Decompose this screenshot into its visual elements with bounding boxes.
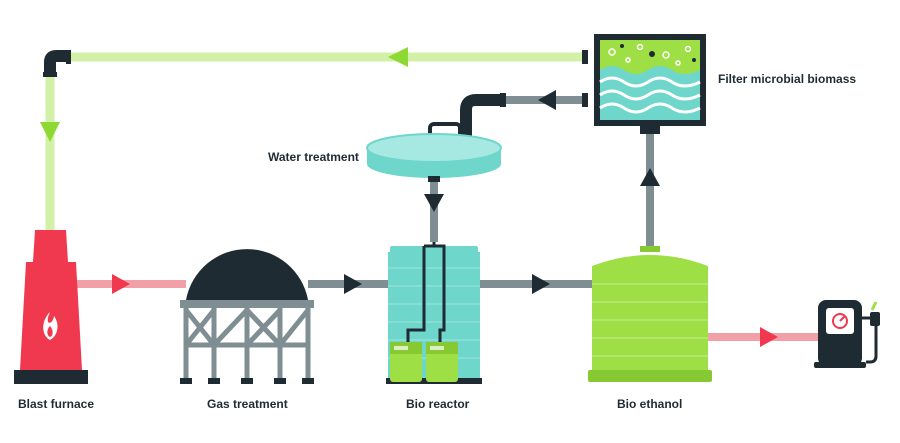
filter-water-pipe [460, 90, 588, 136]
reactor-bottle-right [426, 342, 458, 382]
recycle-arrow-down [40, 122, 60, 142]
blast-furnace [14, 230, 88, 384]
label-bio-reactor: Bio reactor [406, 397, 470, 411]
flame-icon [43, 312, 58, 340]
filter-biomass-tank [594, 34, 706, 126]
water-treatment-unit [366, 122, 502, 182]
water-reactor-pipe [424, 178, 444, 242]
label-blast-furnace: Blast furnace [18, 397, 95, 411]
recycle-pipe [43, 50, 588, 232]
fuel-pump-icon [814, 300, 880, 368]
gas-treatment-tank [180, 249, 314, 384]
label-bio-ethanol: Bio ethanol [617, 397, 683, 411]
furnace-gas-pipe [68, 274, 186, 294]
ethanol-pump-pipe [708, 327, 822, 347]
bio-ethanol-tank [588, 246, 712, 382]
bio-reactor-tank [386, 242, 482, 384]
recycle-arrow-left [388, 47, 408, 67]
label-gas-treatment: Gas treatment [207, 397, 288, 411]
ethanol-filter-pipe [640, 124, 660, 252]
label-water-treatment: Water treatment [268, 150, 359, 164]
gas-reactor-pipe [308, 274, 392, 294]
label-filter-biomass: Filter microbial biomass [718, 72, 857, 86]
reactor-bottle-left [390, 342, 422, 382]
reactor-ethanol-pipe [480, 274, 594, 294]
